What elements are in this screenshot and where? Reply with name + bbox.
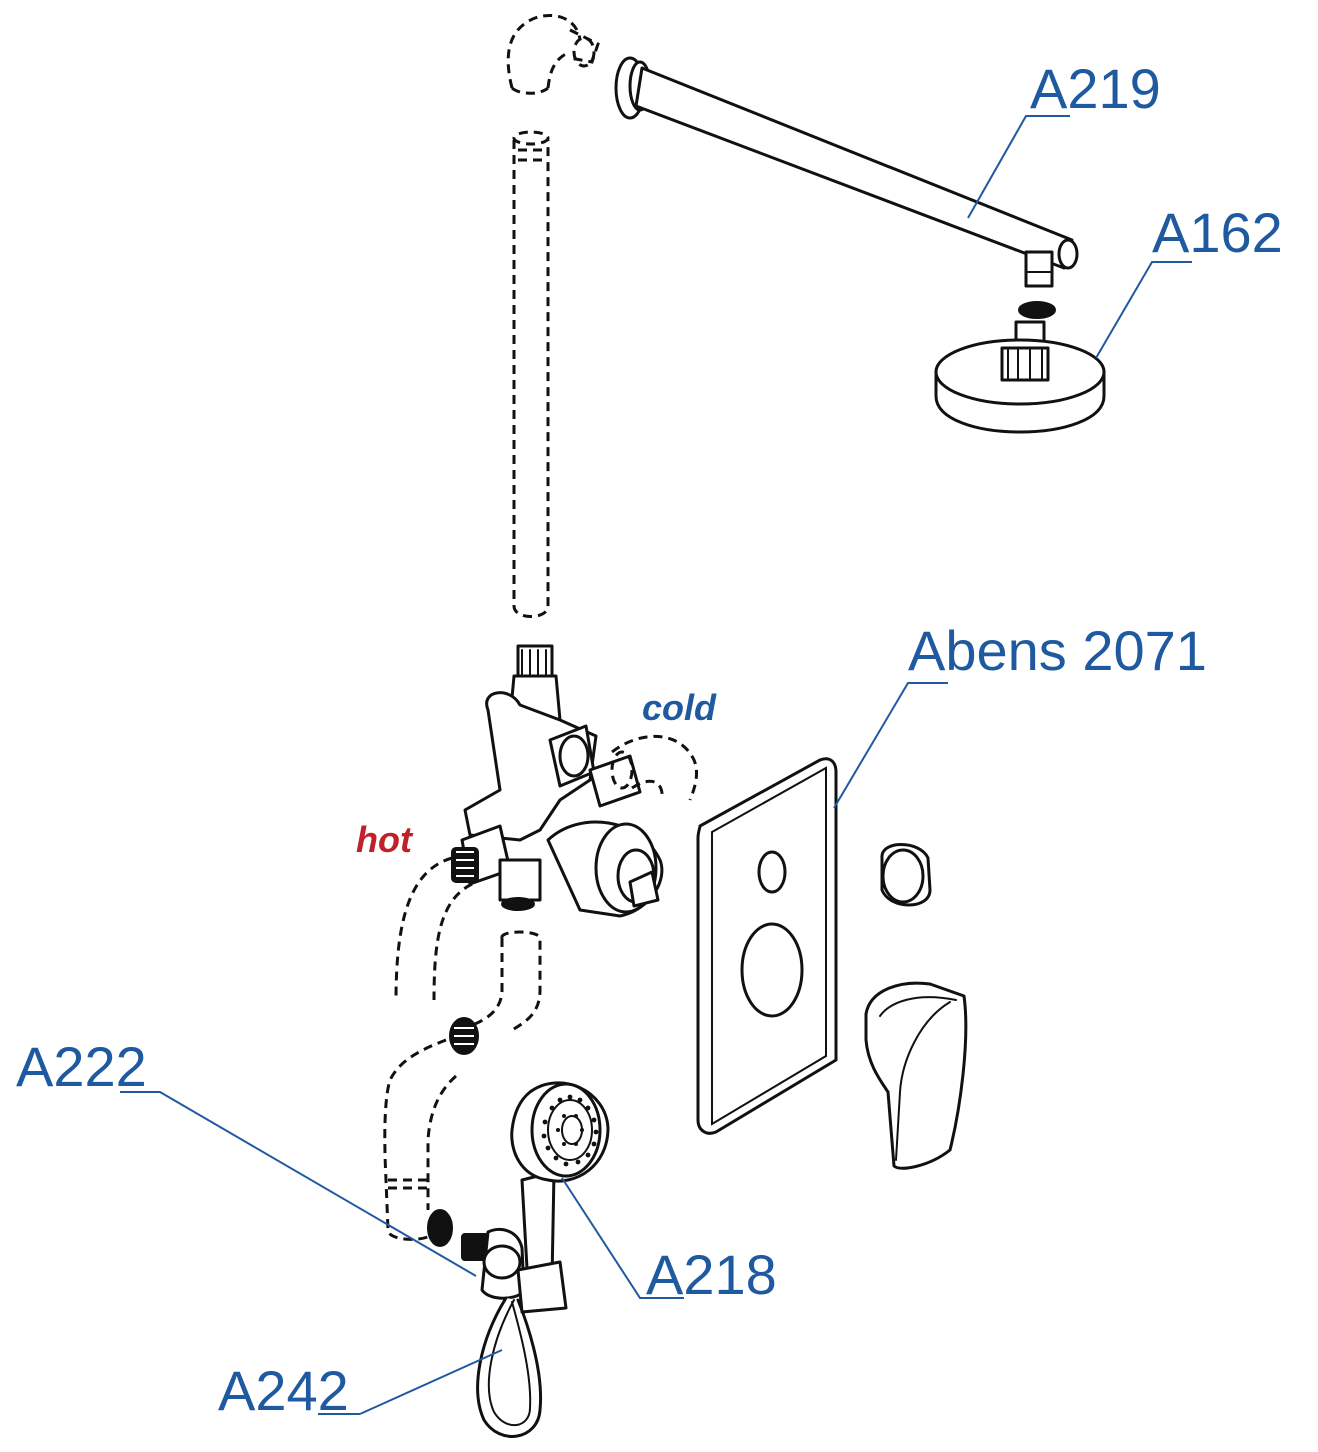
- label-a219: A219: [1030, 57, 1161, 120]
- leader-a218: [561, 1177, 684, 1299]
- label-hot: hot: [356, 819, 414, 860]
- rain-shower-head: [934, 301, 1106, 434]
- lever-sleeve: [880, 843, 932, 907]
- leader-lines: [120, 115, 1192, 1415]
- handheld-nozzle-dots: [541, 1094, 599, 1167]
- hose-nut-lower: [427, 1209, 453, 1247]
- wall-outlet-connector: [461, 1227, 526, 1300]
- shower-hose-loop: [476, 1296, 543, 1438]
- leader-abens: [833, 682, 948, 809]
- dashed-hot-pipe: [394, 856, 473, 1001]
- label-cold: cold: [642, 687, 717, 728]
- dashed-cold-pipe: [610, 734, 698, 801]
- trim-plate: [696, 757, 838, 1135]
- label-a222: A222: [16, 1035, 147, 1098]
- label-a242: A242: [218, 1359, 349, 1422]
- leader-a242: [318, 1349, 503, 1415]
- label-a162: A162: [1152, 201, 1283, 264]
- dashed-riser-pipe: [512, 130, 550, 618]
- lever-handle: [864, 981, 968, 1170]
- hose-nut-upper: [449, 1017, 479, 1055]
- shower-arm: [614, 56, 1079, 288]
- dashed-outlet-hose: [383, 930, 542, 1241]
- leader-a219: [967, 115, 1070, 219]
- label-abens: Abens 2071: [908, 619, 1207, 682]
- leader-a222: [120, 1091, 477, 1277]
- leader-a162: [1095, 261, 1192, 359]
- handheld-shower: [510, 1081, 610, 1314]
- dashed-top-elbow: [506, 13, 600, 95]
- mixer-valve-body: [451, 644, 664, 918]
- label-a218: A218: [646, 1243, 777, 1306]
